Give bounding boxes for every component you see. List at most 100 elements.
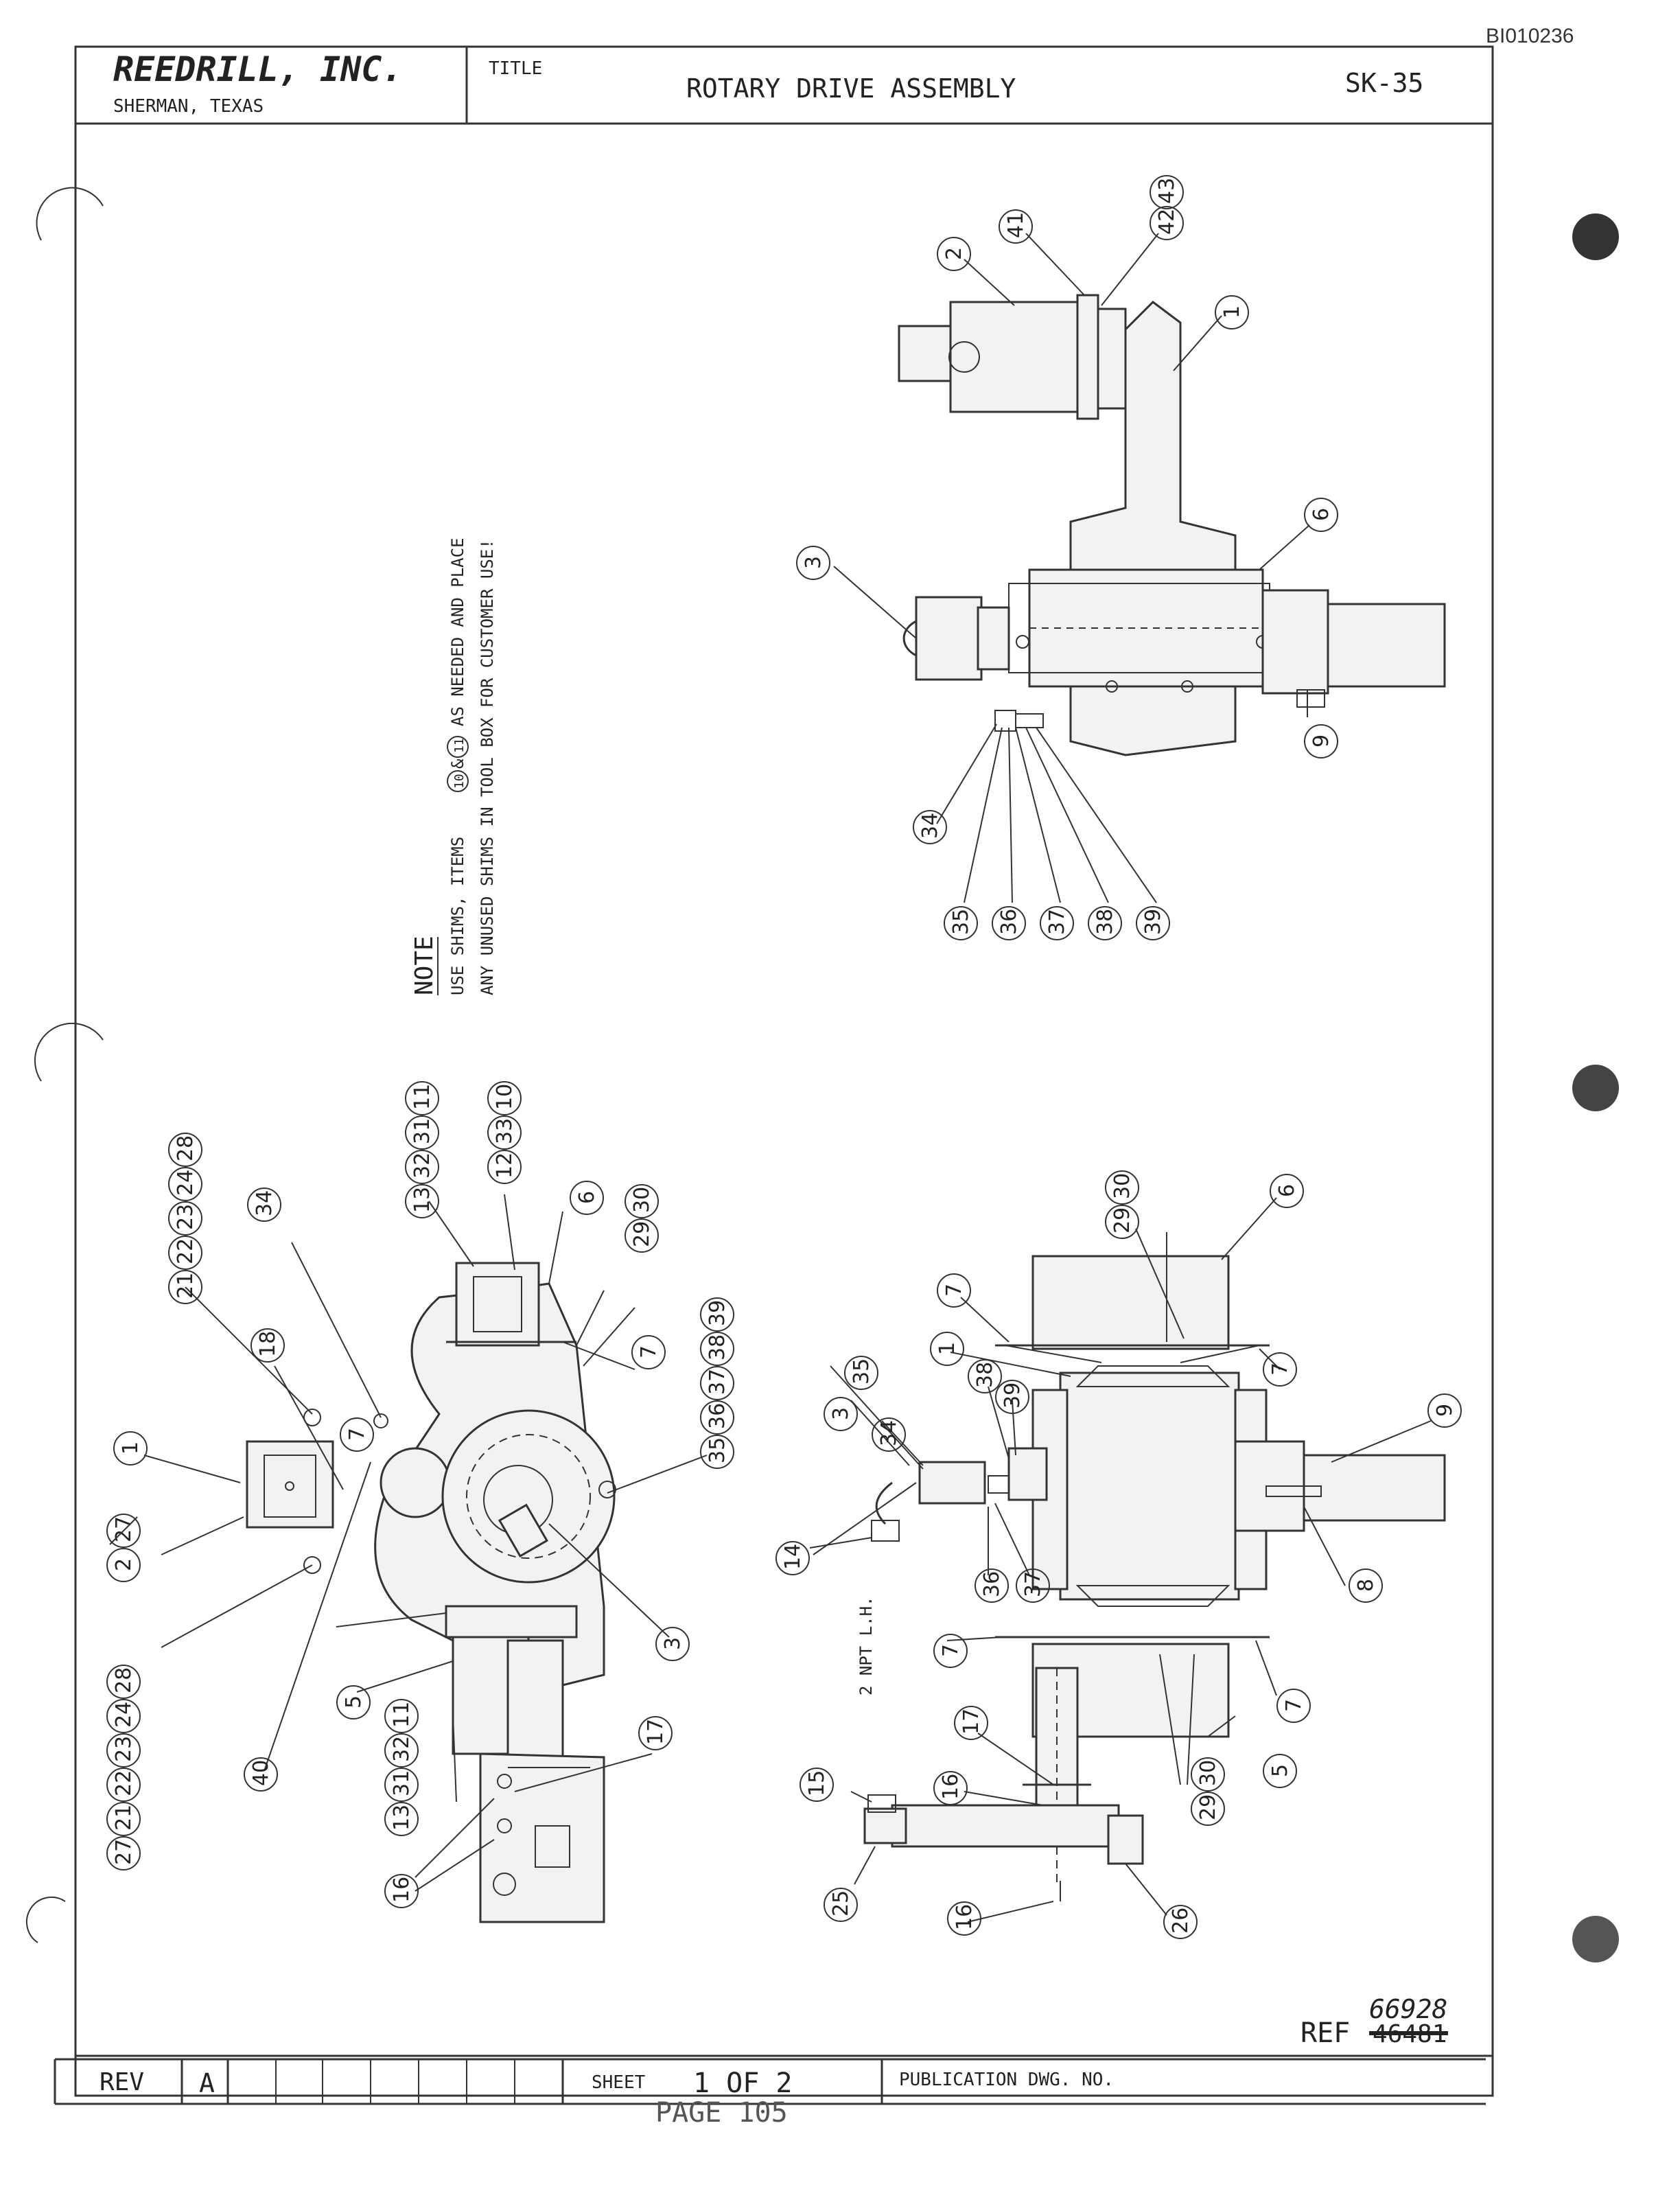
svg-text:37: 37 <box>1045 909 1069 935</box>
ref-label: REF <box>1300 2017 1350 2049</box>
svg-text:42: 42 <box>1155 209 1179 235</box>
svg-text:7: 7 <box>1282 1699 1306 1712</box>
svg-text:36: 36 <box>997 909 1021 935</box>
svg-text:1: 1 <box>935 1342 959 1355</box>
svg-text:27: 27 <box>112 1839 136 1865</box>
svg-text:5: 5 <box>342 1695 366 1709</box>
svg-text:&: & <box>448 758 467 769</box>
svg-text:15: 15 <box>805 1770 829 1796</box>
svg-text:29: 29 <box>1196 1794 1220 1820</box>
top-right-view <box>833 233 1446 903</box>
ref-new-number: 66928 <box>1369 1994 1447 2024</box>
svg-text:22: 22 <box>112 1770 136 1796</box>
svg-text:10: 10 <box>493 1084 517 1110</box>
svg-text:30: 30 <box>630 1187 654 1213</box>
svg-text:29: 29 <box>1110 1207 1134 1234</box>
svg-text:7: 7 <box>939 1644 963 1657</box>
svg-text:30: 30 <box>1196 1760 1220 1786</box>
company-location: SHERMAN, TEXAS <box>113 96 264 117</box>
svg-text:7: 7 <box>942 1284 966 1297</box>
title-label: TITLE <box>489 58 542 79</box>
svg-text:17: 17 <box>644 1719 668 1745</box>
publication-label: PUBLICATION DWG. NO. <box>899 2070 1114 2090</box>
svg-text:39: 39 <box>1001 1382 1025 1409</box>
binder-holes <box>25 187 1619 1962</box>
svg-text:6: 6 <box>1275 1184 1299 1197</box>
punch-hole-1 <box>1572 213 1619 260</box>
svg-text:6: 6 <box>575 1191 599 1204</box>
svg-text:25: 25 <box>829 1890 853 1916</box>
svg-text:13: 13 <box>390 1805 414 1831</box>
svg-text:36: 36 <box>705 1403 730 1429</box>
svg-text:21: 21 <box>112 1805 136 1831</box>
svg-text:13: 13 <box>410 1187 434 1213</box>
svg-text:16: 16 <box>953 1904 977 1930</box>
svg-text:2: 2 <box>942 247 966 260</box>
title-block: REEDRILL, INC. SHERMAN, TEXAS TITLE ROTA… <box>113 49 1423 117</box>
svg-text:28: 28 <box>112 1667 136 1693</box>
punch-hole-2 <box>1572 1065 1619 1111</box>
svg-text:18: 18 <box>256 1331 280 1357</box>
svg-text:6: 6 <box>1309 508 1333 521</box>
company-name: REEDRILL, INC. <box>113 49 402 89</box>
thread-label: 2 NPT L.H. <box>856 1597 876 1696</box>
note-line1-b: AS NEEDED AND PLACE <box>448 537 467 726</box>
svg-text:30: 30 <box>1110 1173 1134 1199</box>
svg-text:41: 41 <box>1004 212 1028 238</box>
svg-text:40: 40 <box>249 1760 273 1786</box>
svg-text:34: 34 <box>253 1190 277 1216</box>
footer-block: REV A SHEET 1 OF 2 PUBLICATION DWG. NO. <box>54 2058 1486 2105</box>
svg-text:11: 11 <box>390 1702 414 1728</box>
sheet-label: SHEET <box>592 2072 646 2093</box>
note-item-10: 10 <box>452 774 467 789</box>
svg-text:26: 26 <box>1169 1908 1193 1934</box>
svg-text:34: 34 <box>918 813 942 839</box>
svg-text:31: 31 <box>410 1118 434 1144</box>
bottom-right-callouts: 2 NPT L.H. 6 29 30 7 7 1 9 8 3 34 35 38 … <box>775 1170 1462 1939</box>
svg-text:24: 24 <box>174 1170 198 1196</box>
svg-text:39: 39 <box>1141 909 1165 935</box>
svg-text:17: 17 <box>959 1709 983 1735</box>
page-number: PAGE 105 <box>655 2097 788 2129</box>
svg-text:14: 14 <box>781 1544 805 1570</box>
bottom-left-view <box>143 1194 708 1923</box>
note-item-11: 11 <box>452 738 467 753</box>
rev-label: REV <box>100 2068 144 2096</box>
svg-text:11: 11 <box>410 1084 434 1110</box>
svg-text:36: 36 <box>980 1571 1004 1597</box>
svg-text:32: 32 <box>410 1153 434 1179</box>
svg-text:31: 31 <box>390 1770 414 1796</box>
svg-text:23: 23 <box>174 1204 198 1230</box>
document-id: BI010236 <box>1486 25 1574 47</box>
svg-text:1: 1 <box>1220 305 1244 318</box>
svg-text:35: 35 <box>949 909 973 935</box>
note-line1-a: USE SHIMS, ITEMS <box>448 837 467 995</box>
punch-hole-3 <box>1572 1916 1619 1962</box>
svg-text:33: 33 <box>493 1118 517 1144</box>
drawing-number: SK-35 <box>1345 68 1423 98</box>
svg-text:37: 37 <box>705 1369 730 1395</box>
svg-text:7: 7 <box>637 1345 661 1358</box>
svg-text:9: 9 <box>1309 734 1333 748</box>
svg-text:3: 3 <box>829 1407 853 1420</box>
svg-text:38: 38 <box>705 1334 730 1360</box>
sheet-border <box>74 45 1494 2097</box>
bottom-right-view <box>809 1197 1446 1923</box>
svg-text:7: 7 <box>1268 1363 1292 1376</box>
reference-number: 66928 REF 46481 <box>1300 1994 1448 2049</box>
svg-text:24: 24 <box>112 1702 136 1728</box>
svg-text:34: 34 <box>877 1420 901 1446</box>
bottom-left-callouts: 1 27 21 22 23 24 28 18 34 13 32 31 11 12… <box>106 1081 734 1908</box>
svg-text:43: 43 <box>1155 178 1179 204</box>
svg-text:12: 12 <box>493 1153 517 1179</box>
svg-text:23: 23 <box>112 1736 136 1762</box>
note-heading: NOTE <box>410 936 439 995</box>
svg-text:7: 7 <box>345 1428 369 1441</box>
svg-text:5: 5 <box>1268 1764 1292 1777</box>
svg-text:38: 38 <box>973 1362 997 1388</box>
svg-text:21: 21 <box>174 1273 198 1299</box>
svg-text:28: 28 <box>174 1135 198 1161</box>
svg-text:16: 16 <box>390 1877 414 1903</box>
note-block: NOTE USE SHIMS, ITEMS 10 & 11 AS NEEDED … <box>410 537 497 995</box>
